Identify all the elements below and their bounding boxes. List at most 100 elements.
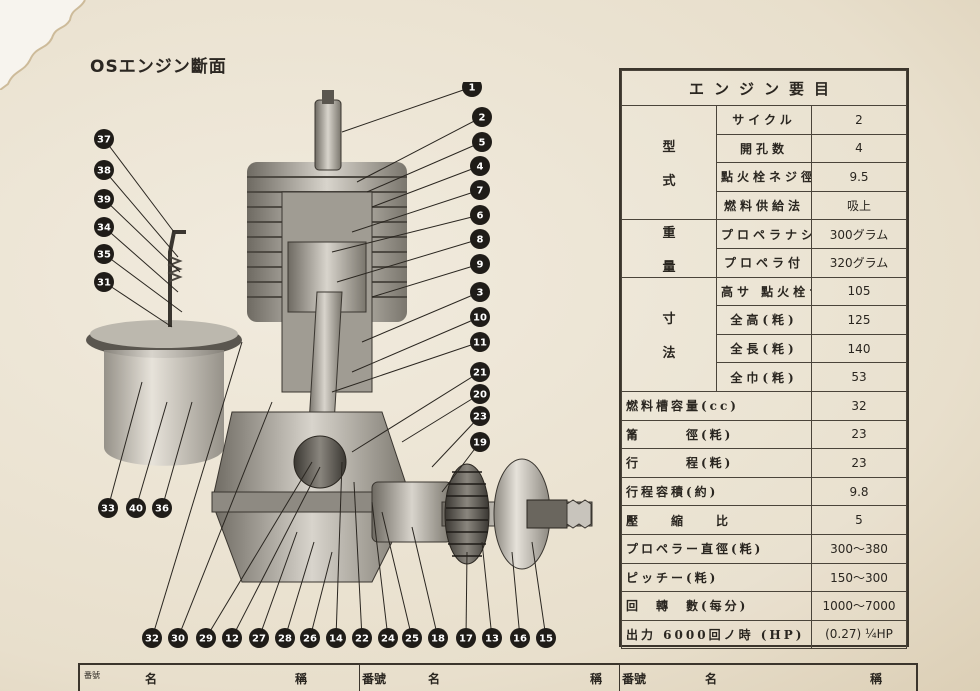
spec-label: 燃料供給法 — [716, 190, 812, 221]
callout-leader-18 — [411, 526, 439, 639]
callout-circle — [222, 628, 242, 648]
spec-row: 全巾(粍)53 — [622, 362, 907, 392]
callout-leader-23 — [431, 415, 481, 468]
callout-21: 21 — [470, 362, 490, 382]
callout-circle — [456, 628, 476, 648]
callout-leader-22 — [353, 481, 363, 639]
spec-category: 寸法 — [621, 276, 717, 392]
callout-27: 27 — [249, 628, 269, 648]
shaft-thread — [566, 499, 592, 529]
callout-number: 20 — [473, 390, 487, 401]
callout-leader-21 — [351, 371, 481, 453]
fuel-tank — [104, 350, 224, 466]
spec-row: 行 程(粍)23 — [621, 448, 907, 478]
callout-circle — [126, 498, 146, 518]
spec-label: プロペラナシ — [716, 219, 812, 249]
spark-plug — [314, 99, 342, 171]
callout-number: 17 — [459, 634, 473, 645]
callout-number: 26 — [303, 634, 317, 645]
callout-circle — [470, 205, 490, 225]
callout-leader-10 — [351, 316, 481, 373]
callout-34: 34 — [94, 217, 114, 237]
spec-row: 點火栓ネジ徑(粍)9.5 — [622, 162, 907, 192]
callout-leader-1 — [341, 86, 473, 133]
callout-circle — [249, 628, 269, 648]
callout-5: 5 — [472, 132, 492, 152]
callout-number: 5 — [479, 138, 486, 149]
callout-circle — [470, 432, 490, 452]
callout-33: 33 — [98, 498, 118, 518]
callout-circle — [152, 498, 172, 518]
crankshaft-housing — [371, 481, 453, 543]
callout-circle — [94, 272, 114, 292]
spec-label: ピッチー(粍) — [621, 562, 812, 593]
parts-col-1: 番號 名 稱 — [80, 665, 360, 691]
callout-circle — [536, 628, 556, 648]
callout-leader-37 — [103, 138, 175, 233]
spec-row: 出力 6000回ノ時 (HP)(0.27) ¼HP — [621, 619, 907, 650]
callout-circle — [275, 628, 295, 648]
callout-6: 6 — [470, 205, 490, 225]
callout-circle — [94, 217, 114, 237]
callout-number: 18 — [431, 634, 445, 645]
callout-leader-24 — [371, 501, 389, 639]
callout-10: 10 — [470, 307, 490, 327]
needle-valve — [168, 230, 186, 327]
callout-leader-3 — [361, 291, 481, 343]
callout-leader-lines — [103, 86, 547, 639]
callout-leader-34 — [103, 226, 179, 293]
callout-leader-25 — [381, 511, 413, 639]
callout-number: 37 — [97, 135, 111, 146]
callout-leader-16 — [511, 551, 521, 639]
callout-circle — [472, 107, 492, 127]
callout-number: 11 — [473, 338, 487, 349]
callout-8: 8 — [470, 229, 490, 249]
callout-number: 15 — [539, 634, 553, 645]
callout-number: 2 — [479, 113, 486, 124]
spec-value: 320グラム — [811, 247, 907, 278]
callout-leader-38 — [103, 169, 179, 258]
callout-32: 32 — [142, 628, 162, 648]
callout-15: 15 — [536, 628, 556, 648]
callout-circle — [378, 628, 398, 648]
callout-number: 3 — [477, 288, 484, 299]
callout-circle — [470, 307, 490, 327]
callout-36: 36 — [152, 498, 172, 518]
callout-18: 18 — [428, 628, 448, 648]
col-title-label: 稱 — [295, 672, 308, 686]
callout-number: 19 — [473, 438, 487, 449]
callout-circle — [142, 628, 162, 648]
callout-31: 31 — [94, 272, 114, 292]
spec-value: 300～380 — [811, 533, 907, 564]
callout-leader-4 — [371, 165, 481, 208]
spec-label: 筩 徑(粍) — [621, 419, 812, 450]
callout-leader-9 — [371, 263, 481, 298]
crank-pin — [293, 435, 347, 489]
spec-value: 5 — [811, 505, 907, 535]
callout-leader-12 — [231, 466, 321, 639]
callout-leader-28 — [284, 541, 315, 639]
parts-col-3: 番號 名 稱 — [620, 665, 916, 691]
callout-number: 16 — [513, 634, 527, 645]
spec-category: 型式 — [621, 104, 717, 221]
torn-corner — [0, 0, 86, 90]
callout-leader-5 — [366, 141, 483, 193]
callout-circle — [482, 628, 502, 648]
callout-26: 26 — [300, 628, 320, 648]
parts-list-table-header: 番號 名 稱 番號 名 稱 番號 名 稱 — [78, 663, 918, 691]
callout-17: 17 — [456, 628, 476, 648]
callout-leader-36 — [161, 401, 193, 509]
callout-circle — [94, 129, 114, 149]
callout-number: 14 — [329, 634, 343, 645]
callout-number: 40 — [129, 504, 143, 515]
callout-circle — [428, 628, 448, 648]
callout-circle — [470, 254, 490, 274]
spec-value: 2 — [811, 105, 907, 135]
spec-value: 9.8 — [811, 476, 907, 507]
callout-number: 23 — [473, 412, 487, 423]
callout-circle — [94, 160, 114, 180]
callout-leader-33 — [107, 381, 143, 509]
